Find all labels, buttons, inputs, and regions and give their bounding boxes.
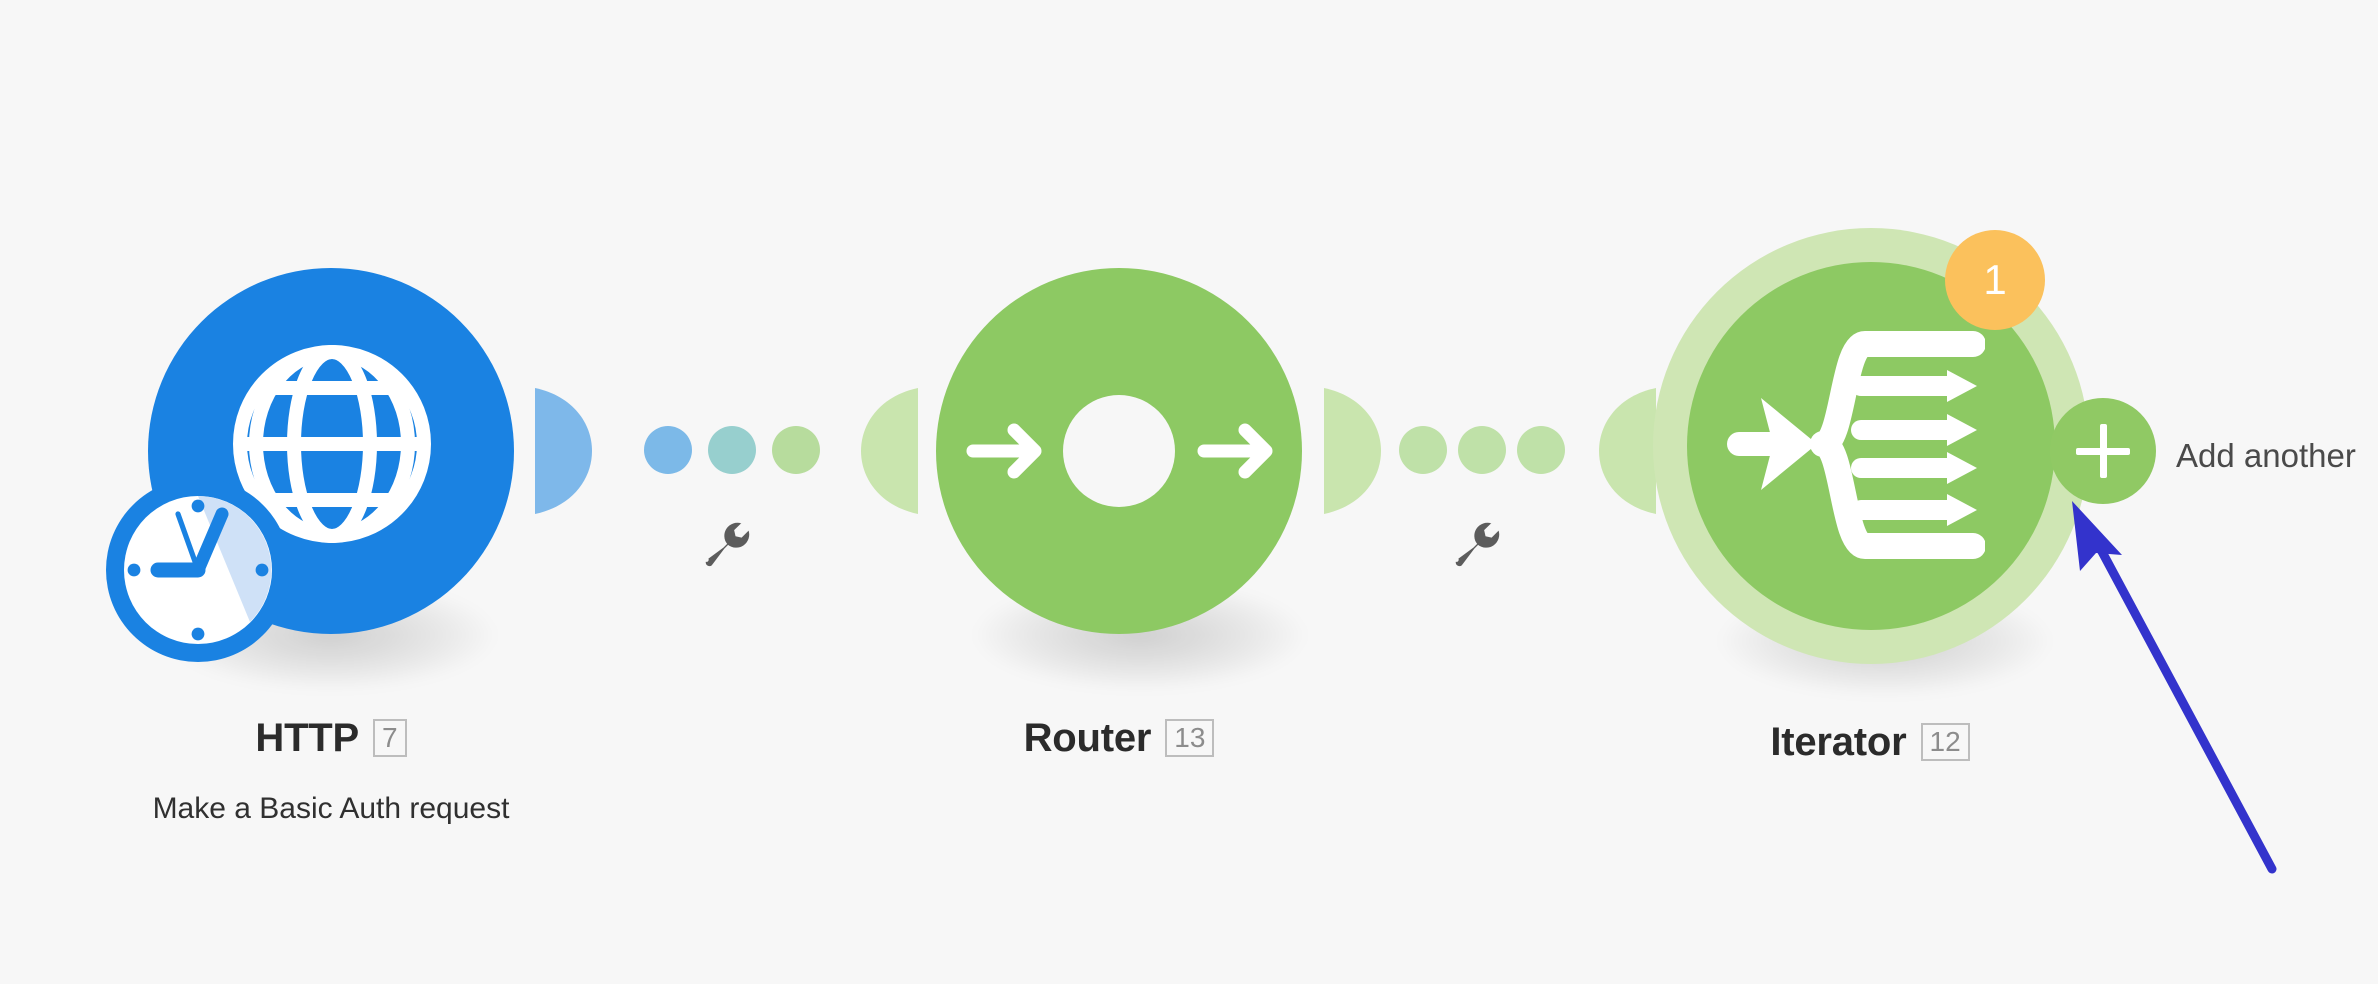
module-badge: 7	[373, 719, 407, 757]
connector-cap-right	[1599, 388, 1656, 514]
module-label-iterator: Iterator 12	[1670, 716, 2070, 768]
wrench-icon[interactable]	[1444, 515, 1500, 571]
connector-cap-left	[1324, 388, 1381, 514]
module-label-http: HTTP 7	[131, 712, 531, 764]
connector-cap-right	[861, 388, 918, 514]
add-another-label: Add another	[2176, 437, 2356, 474]
module-badge: 13	[1165, 719, 1215, 757]
connector-dot	[1399, 426, 1447, 474]
router-icon	[966, 395, 1273, 507]
connector-dot	[708, 426, 756, 474]
connector-dot	[772, 426, 820, 474]
pointer-arrow-annotation	[2072, 501, 2277, 874]
clock-icon	[106, 478, 290, 662]
module-count-badge: 1	[1945, 230, 2045, 330]
module-title: Router	[1023, 715, 1152, 760]
plus-icon-vertical	[2099, 424, 2107, 478]
module-title: HTTP	[255, 715, 360, 760]
connector-cap-left	[535, 388, 592, 514]
connector-dot	[1517, 426, 1565, 474]
module-label-router: Router 13	[919, 712, 1319, 764]
connector-dot	[644, 426, 692, 474]
module-badge: 12	[1920, 723, 1970, 761]
wrench-icon[interactable]	[694, 515, 750, 571]
iterator-icon	[1727, 331, 1985, 559]
add-another-button[interactable]	[2050, 398, 2156, 504]
module-title: Iterator	[1770, 719, 1907, 764]
connector-dot	[1458, 426, 1506, 474]
globe-icon	[233, 345, 431, 543]
module-subtitle: Make a Basic Auth request	[152, 792, 510, 825]
